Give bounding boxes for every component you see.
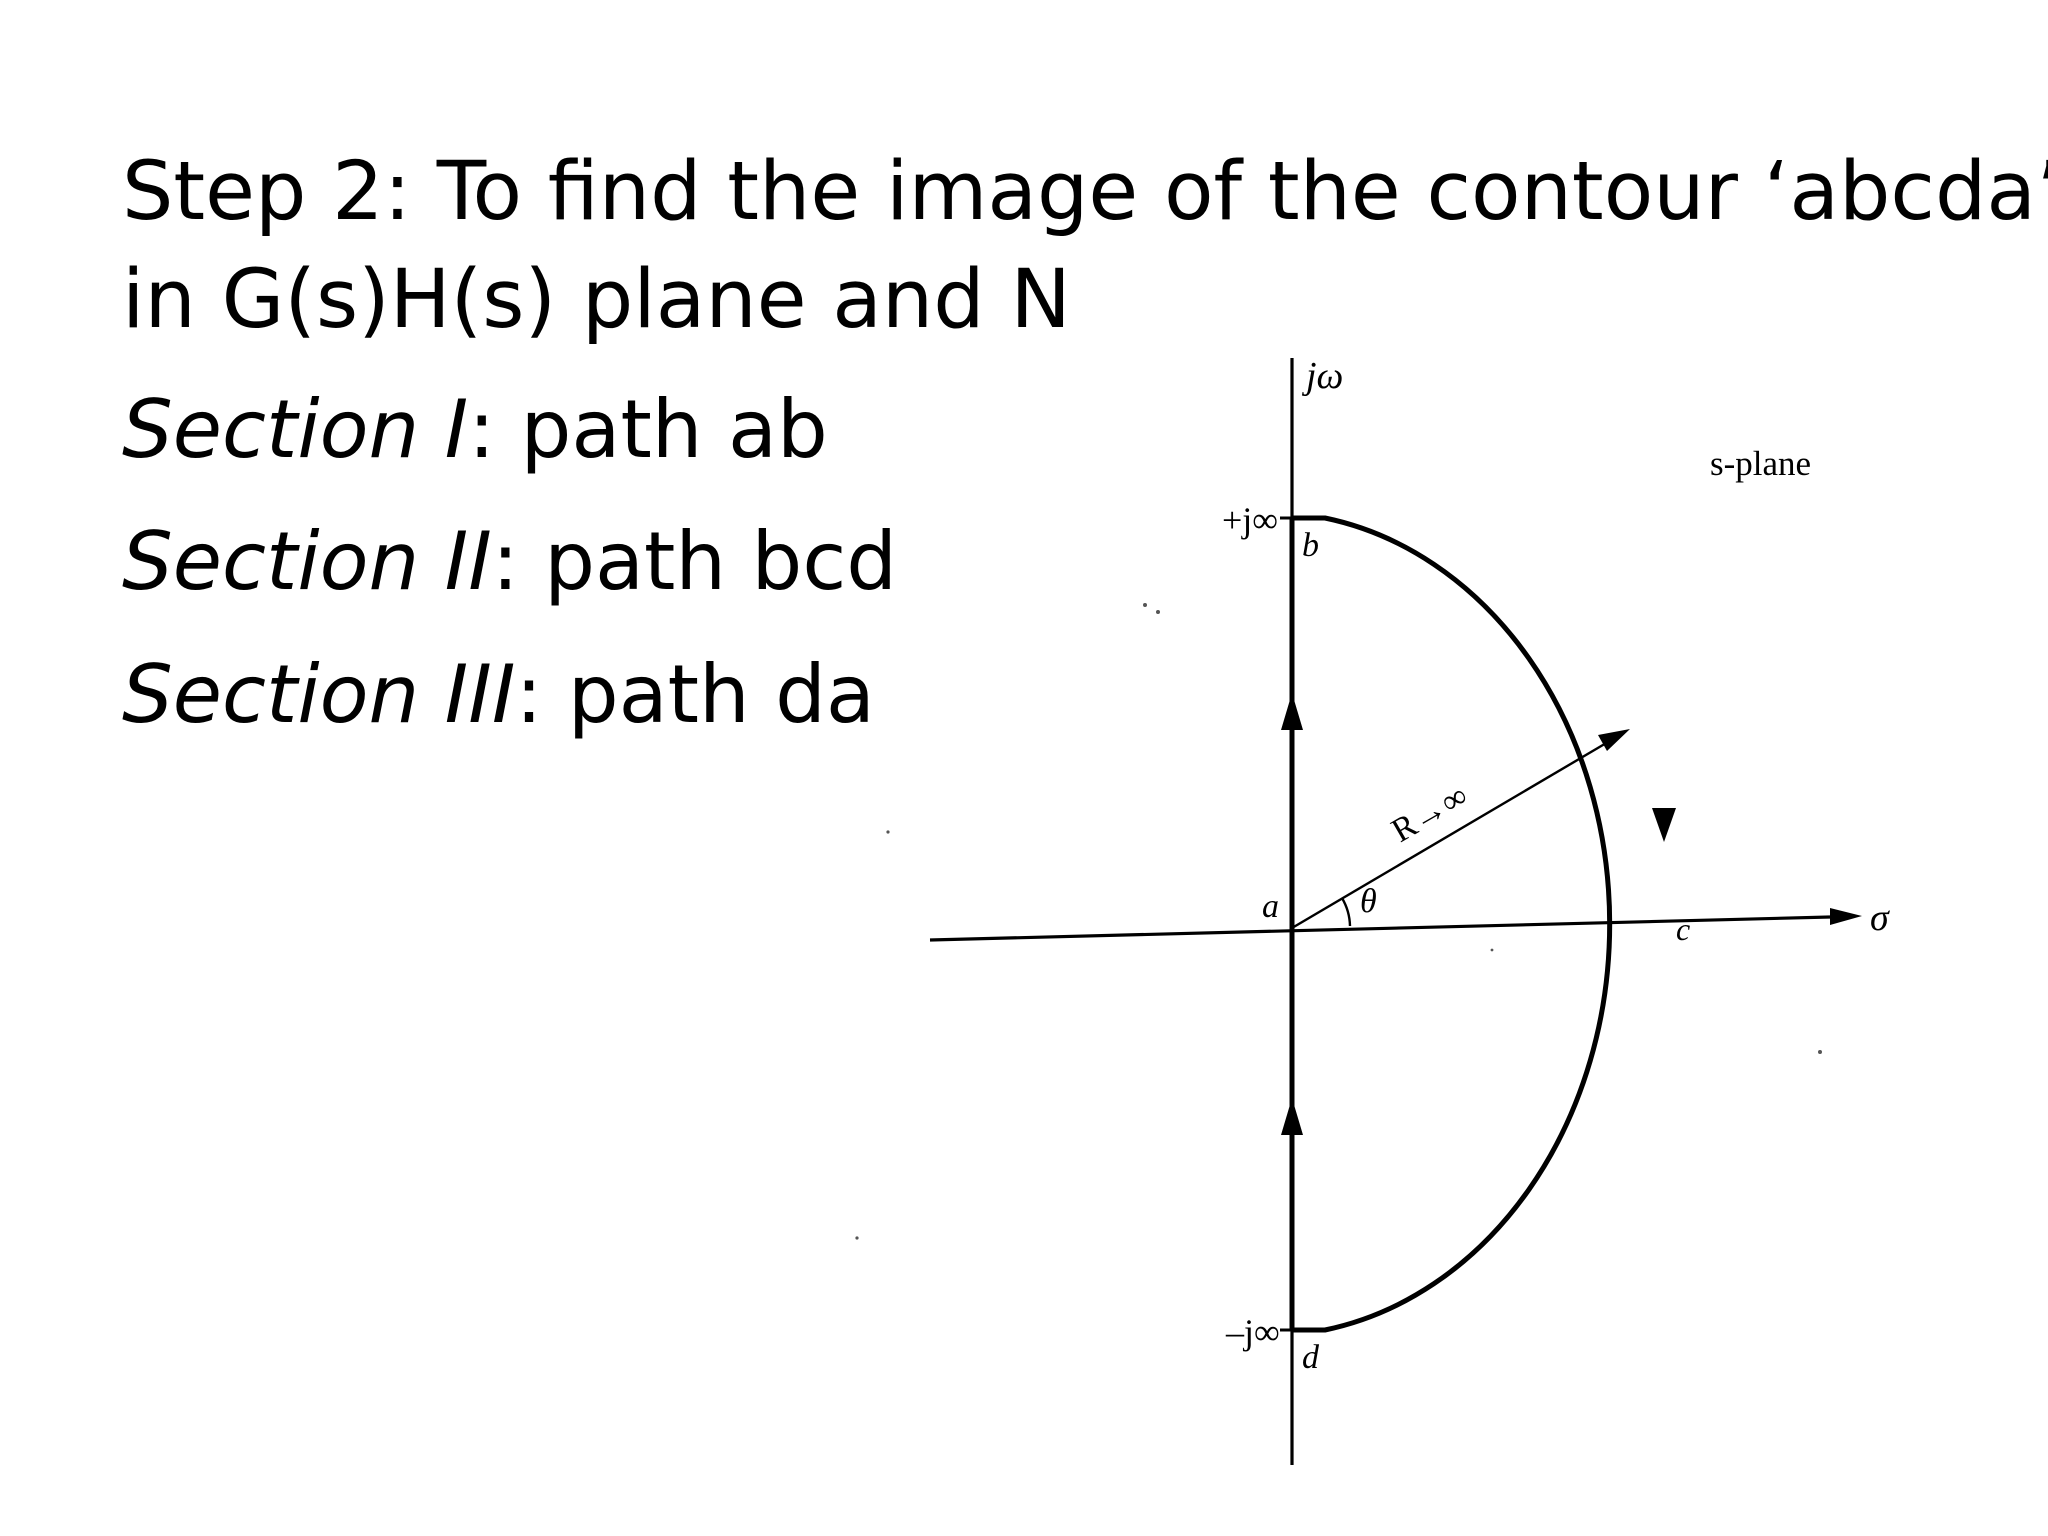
path-ab-arrow	[1281, 693, 1303, 730]
point-c-label: c	[1676, 911, 1690, 947]
section-1-text: : path ab	[468, 383, 828, 476]
path-bcd-arc	[1292, 515, 1613, 1333]
real-axis-label: σ	[1870, 897, 1890, 939]
section-3-text: : path da	[515, 648, 875, 741]
title-line-2: in G(s)H(s) plane and N	[122, 253, 1072, 347]
scan-specks	[855, 603, 1822, 1240]
section-3-item: Section III: path da	[122, 645, 875, 745]
theta-label: θ	[1360, 883, 1377, 920]
minus-j-inf-label: –j∞	[1225, 1312, 1280, 1352]
point-a-label: a	[1262, 888, 1279, 925]
plus-j-inf-label: +j∞	[1222, 500, 1278, 540]
radius-label: R→∞	[1386, 777, 1475, 850]
point-d-label: d	[1302, 1339, 1320, 1376]
radius-line	[1291, 729, 1630, 930]
section-2-text: : path bcd	[491, 515, 898, 608]
imag-axis-label: jω	[1301, 355, 1343, 397]
title-line-1: Step 2: To find the image of the contour…	[122, 145, 2048, 239]
point-b-label: b	[1302, 527, 1319, 564]
section-1-item: Section I: path ab	[122, 380, 828, 480]
theta-arc	[1340, 897, 1352, 927]
section-2-label: Section II	[122, 515, 492, 608]
plane-label: s-plane	[1710, 444, 1811, 483]
path-da-arrow	[1281, 1098, 1303, 1135]
real-axis	[929, 908, 1862, 942]
section-3-label: Section III	[122, 648, 516, 741]
section-1-label: Section I	[122, 383, 469, 476]
section-2-item: Section II: path bcd	[122, 512, 897, 612]
slide-title: Step 2: To find the image of the contour…	[122, 138, 2048, 354]
path-bcd-arrow	[1652, 808, 1676, 842]
